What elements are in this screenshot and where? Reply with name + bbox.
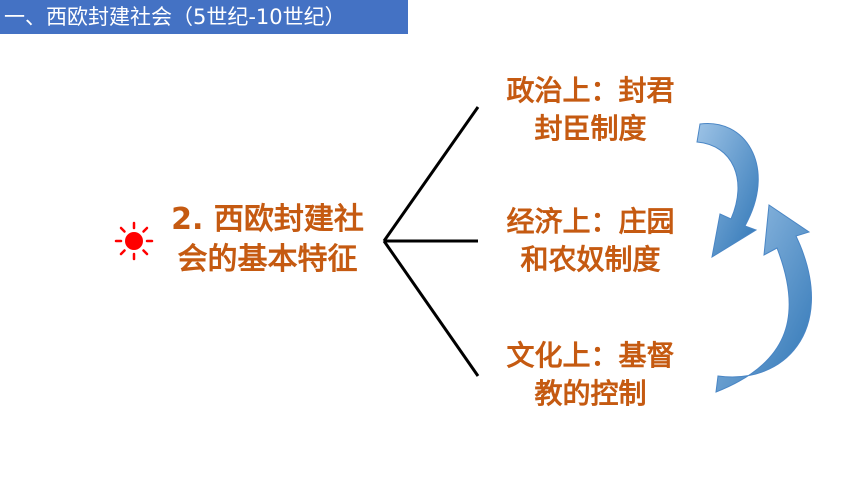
- branch-line-bottom: [382, 240, 480, 377]
- branch-economy-line-2: 和农奴制度: [520, 243, 661, 276]
- branch-culture-line-2: 教的控制: [534, 377, 647, 410]
- curved-arrow-down-icon: [696, 123, 759, 259]
- main-topic-line-2: 会的基本特征: [177, 242, 358, 277]
- branch-politics: 政治上：封君 封臣制度: [483, 72, 698, 148]
- branch-economy: 经济上：庄园 和农奴制度: [483, 203, 698, 279]
- branch-politics-line-1: 政治上：封君: [506, 74, 675, 107]
- branch-politics-line-2: 封臣制度: [534, 112, 647, 145]
- branch-lines: [382, 106, 480, 377]
- section-title: 一、西欧封建社会（5世纪-10世纪）: [0, 0, 408, 34]
- branch-culture-line-1: 文化上：基督: [506, 339, 675, 372]
- sun-icon: [114, 221, 154, 261]
- main-topic-line-1: 2. 西欧封建社: [171, 202, 364, 237]
- main-topic: 2. 西欧封建社 会的基本特征: [155, 200, 380, 280]
- branch-economy-line-1: 经济上：庄园: [506, 205, 675, 238]
- branch-culture: 文化上：基督 教的控制: [483, 337, 698, 413]
- curved-arrow-up-icon: [715, 204, 812, 393]
- branch-line-top: [382, 106, 480, 242]
